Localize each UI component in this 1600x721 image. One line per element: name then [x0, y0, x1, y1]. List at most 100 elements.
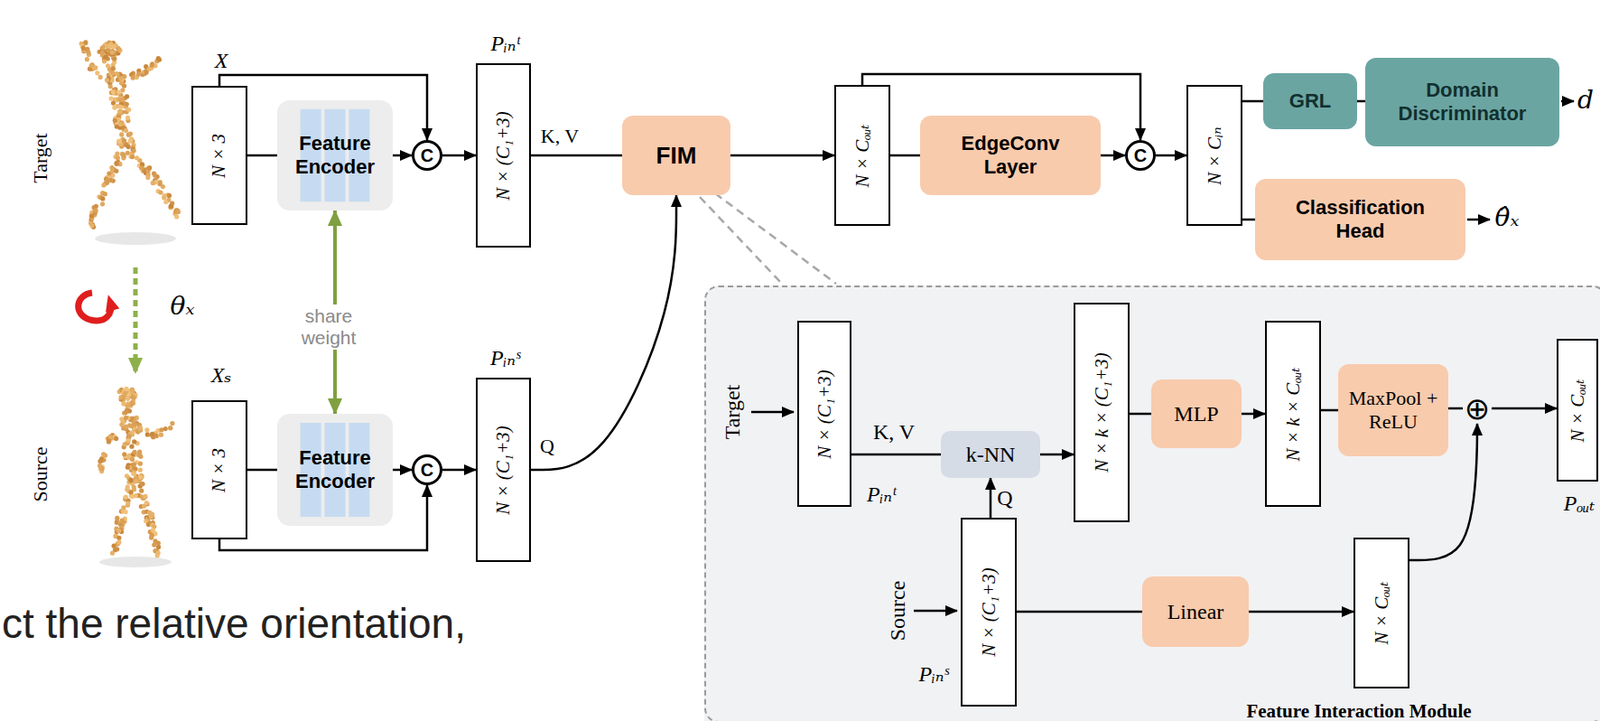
point — [167, 425, 173, 430]
point — [169, 420, 175, 426]
point — [108, 177, 113, 183]
text-holder: Feature Encoder — [285, 446, 385, 494]
point — [139, 481, 144, 486]
point — [131, 449, 137, 455]
module-panel: N × (C₁+3)Pᵢₙᵗk-NNN × k × (C₁+3)MLPN × k… — [704, 285, 1600, 721]
text-holder: N × 3 — [196, 458, 242, 482]
knn-box: k-NN — [940, 430, 1041, 478]
point — [141, 502, 147, 508]
node-label: EdgeConv Layer — [947, 131, 1074, 179]
text-holder: Pᵢₙᵗ — [490, 30, 520, 56]
connector — [247, 154, 278, 158]
point — [158, 432, 164, 438]
point — [113, 436, 119, 441]
node-label: N × 3 — [208, 132, 232, 177]
point — [131, 438, 137, 444]
node-heading: Pᵢₙˢ — [918, 660, 949, 687]
circle-outline — [413, 455, 442, 484]
point — [118, 97, 123, 103]
label-holder: Target — [705, 400, 761, 425]
rotation-arrow — [133, 267, 139, 373]
free-label: Source — [885, 580, 911, 642]
point — [114, 515, 120, 521]
point — [110, 49, 115, 55]
point — [121, 451, 127, 456]
concat-op: C — [411, 139, 443, 171]
node-label: ⊕ — [1464, 392, 1491, 424]
label-holder: share weight — [294, 304, 363, 350]
node-heading: Feature Interaction Module — [1246, 699, 1471, 721]
connector — [1040, 453, 1074, 456]
point — [126, 144, 131, 149]
point — [168, 204, 174, 209]
point — [117, 109, 122, 114]
connector — [1491, 407, 1557, 410]
point — [89, 63, 94, 68]
point — [125, 483, 131, 489]
point — [149, 511, 155, 517]
node-heading: X — [214, 48, 229, 74]
point — [94, 70, 100, 75]
node-label: C — [420, 459, 434, 481]
node-label: N × 3 — [208, 446, 232, 492]
point — [128, 138, 133, 143]
point — [100, 201, 105, 206]
tensor-box: N × Cₒᵤₜ — [834, 84, 891, 226]
text-holder: N × Cₒᵤₜ — [1349, 601, 1414, 624]
point — [176, 209, 181, 214]
point — [111, 55, 117, 61]
node-label: N × Cₒᵤₜ — [1370, 580, 1394, 644]
concat-op: C — [411, 454, 443, 485]
point — [121, 83, 127, 88]
tensor-box: N × (C₁+3)Pᵢₙᵗ — [797, 320, 852, 507]
point — [102, 58, 107, 64]
tensor-box: N × k × (C₁+3) — [1073, 302, 1130, 522]
point — [89, 213, 94, 219]
point — [100, 195, 105, 201]
point — [125, 401, 131, 407]
point — [116, 528, 121, 533]
connector — [1248, 610, 1354, 614]
point — [114, 151, 120, 157]
label-holder: Source — [867, 598, 929, 624]
edge-label: K, V — [540, 124, 579, 149]
text-holder: X — [214, 48, 229, 74]
connector — [442, 468, 476, 472]
text-holder: MaxPool + ReLU — [1348, 386, 1439, 434]
node-label: Linear — [1167, 599, 1225, 624]
point — [117, 139, 122, 144]
text-holder: Pᵢₙᵗ — [866, 481, 896, 507]
point — [139, 165, 144, 170]
point — [114, 124, 120, 130]
free-label: θₓ — [170, 290, 196, 321]
label-holder: K, V — [873, 419, 915, 445]
point — [116, 89, 121, 94]
connector — [530, 154, 623, 158]
node-label: FIM — [656, 141, 698, 170]
tensor-box: N × CₒᵤₜPₒᵤₜ — [1556, 338, 1599, 482]
point — [138, 454, 143, 459]
point — [130, 462, 136, 467]
node-label: Feature Encoder — [285, 446, 385, 494]
text-holder: N × Cₒᵤₜ — [830, 144, 894, 168]
mlp-box: MLP — [1151, 379, 1242, 448]
point — [123, 493, 129, 499]
node-label: N × (C₁+3) — [492, 425, 515, 515]
point — [115, 155, 121, 160]
pool-box: MaxPool + ReLU — [1338, 363, 1449, 456]
point — [128, 477, 133, 483]
text-holder: Pᵢₙˢ — [918, 660, 949, 687]
node-label: k-NN — [966, 442, 1016, 467]
point — [144, 427, 149, 432]
point — [143, 70, 149, 75]
point — [139, 488, 144, 494]
point — [125, 115, 131, 121]
point — [138, 425, 143, 430]
point — [104, 77, 110, 83]
connector — [392, 154, 412, 158]
text-holder: N × k × (C₁+3) — [1041, 400, 1163, 424]
point — [111, 105, 117, 111]
point — [111, 100, 116, 105]
connector — [730, 154, 835, 158]
connector — [1016, 610, 1143, 614]
